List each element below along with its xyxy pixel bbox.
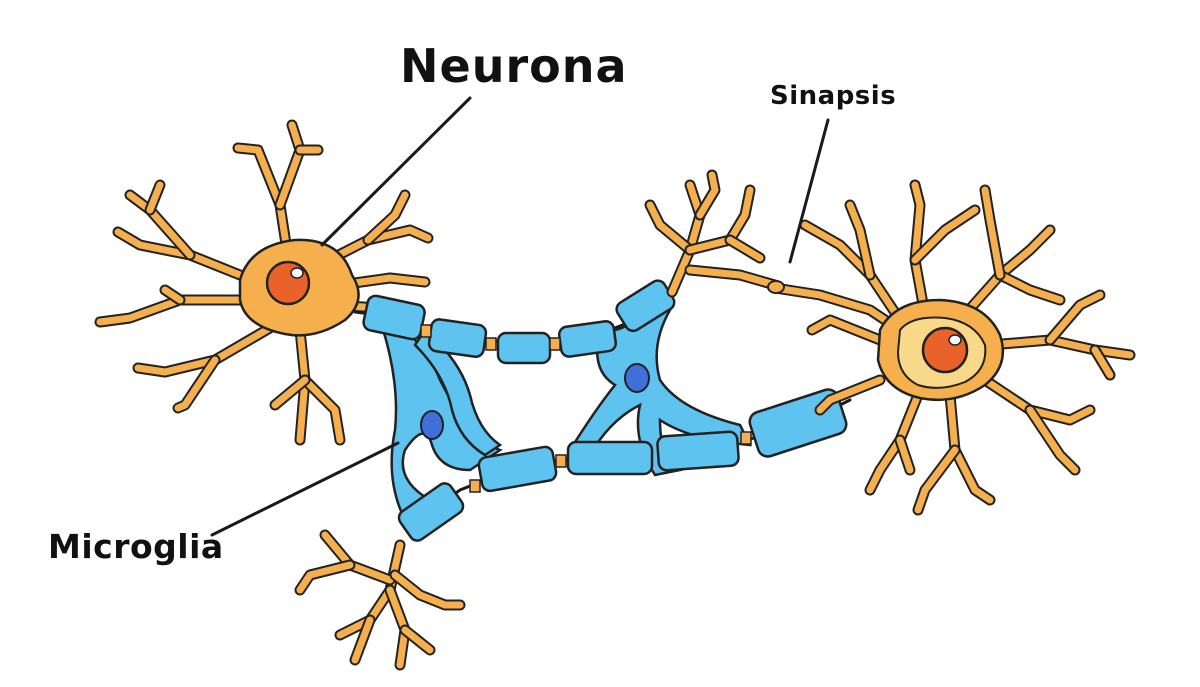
axon-terminal-top bbox=[650, 175, 775, 292]
node-of-ranvier bbox=[741, 432, 751, 444]
neuron-label: Neurona bbox=[400, 39, 628, 93]
axon-terminal-branches bbox=[300, 535, 460, 665]
right-neuron-nucleus bbox=[923, 328, 967, 372]
myelin-segment bbox=[568, 442, 652, 474]
left-neuron-nucleolus-highlight bbox=[291, 268, 303, 278]
left-neuron bbox=[100, 125, 428, 440]
node-of-ranvier bbox=[550, 338, 560, 350]
glia-right-nucleus bbox=[625, 364, 649, 392]
myelin-segment bbox=[657, 431, 739, 470]
left-neuron-nucleus bbox=[267, 262, 309, 304]
myelin-segment bbox=[428, 318, 487, 357]
node-of-ranvier bbox=[470, 480, 480, 492]
myelin-segment bbox=[362, 294, 426, 340]
synapse-label: Sinapsis bbox=[770, 81, 896, 111]
right-neuron-nucleolus-highlight bbox=[949, 335, 961, 345]
neuron-leader-line bbox=[322, 98, 470, 245]
myelin-segment bbox=[558, 320, 617, 357]
glia-left-nucleus bbox=[421, 411, 443, 439]
synapse-bouton bbox=[768, 281, 784, 293]
axon-terminal-bottom bbox=[300, 535, 460, 665]
myelin-segment bbox=[498, 333, 550, 363]
node-of-ranvier bbox=[486, 338, 496, 350]
right-neuron bbox=[775, 185, 1130, 510]
microglia-label: Microglia bbox=[48, 527, 224, 566]
node-of-ranvier bbox=[556, 455, 566, 467]
axon-terminal-top-branches bbox=[650, 175, 775, 292]
node-of-ranvier bbox=[421, 325, 431, 337]
microglia-leader-line bbox=[212, 443, 398, 535]
